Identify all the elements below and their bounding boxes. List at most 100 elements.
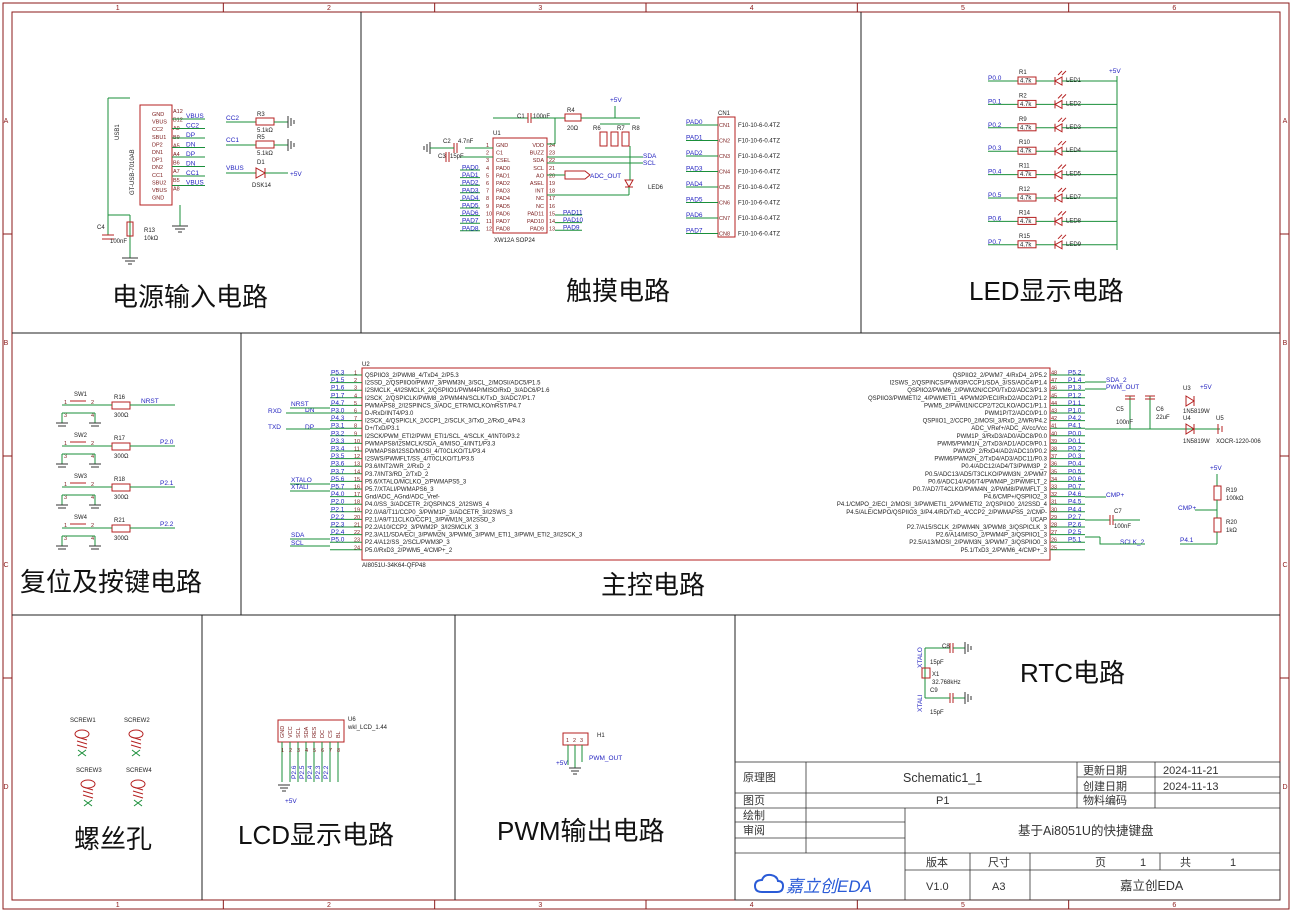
c6-capacitor[interactable]: C6 22uF: [1145, 395, 1170, 429]
screw-icon[interactable]: SCREW4: [126, 768, 152, 807]
led6[interactable]: LED6: [624, 179, 664, 191]
net-dn: DN: [305, 407, 315, 414]
usb-connector[interactable]: [139, 104, 173, 206]
svg-text:R6: R6: [593, 126, 601, 132]
mcu-right-pin-number: 28: [1051, 523, 1057, 529]
r4-resistor[interactable]: R4 20Ω: [555, 108, 640, 132]
c8-capacitor[interactable]: C8 15pF: [930, 643, 965, 666]
svg-text:2: 2: [91, 523, 94, 529]
lcd-circuit: U6 wkl_LCD_1.44 GND1VCC2SCL3SDA4RES5DC6C…: [277, 717, 388, 805]
cn1-connector[interactable]: [717, 116, 736, 238]
rtc-xtali: XTALI: [917, 694, 924, 712]
mcu-right-port: P0.7: [1068, 484, 1082, 491]
screw-icon[interactable]: SCREW1: [70, 718, 96, 757]
mcu-left-port: P3.3: [331, 438, 345, 445]
mcu-left-port: P2.1: [331, 506, 345, 513]
svg-text:7: 7: [329, 748, 332, 754]
mcu-left-port: P1.5: [331, 377, 345, 384]
svg-text:100nF: 100nF: [110, 239, 127, 245]
cn1-ref: CN1: [718, 111, 731, 117]
switch-ref: SW2: [74, 433, 88, 439]
r20-resistor[interactable]: R20 1kΩ: [1180, 500, 1238, 545]
usb-net-label: VBUS: [186, 180, 204, 187]
screw-icon[interactable]: SCREW2: [124, 718, 150, 757]
r13-resistor[interactable]: R13 10kΩ: [126, 221, 159, 242]
mcu-left-port: P3.7: [331, 468, 345, 475]
mcu-left-func: PWMAPS8/I2SSD/MOSI_4/T0CLKO/T1/P3.4: [365, 449, 486, 455]
screw-ref: SCREW2: [124, 718, 150, 724]
u1-left-net: PAD7: [462, 218, 479, 225]
u1-pin-number: 19: [549, 181, 555, 187]
usb-pin-label: DN2: [152, 165, 163, 171]
svg-text:R13: R13: [144, 228, 156, 234]
u4-diode[interactable]: U4 1N5819W: [1183, 416, 1210, 445]
c7-capacitor[interactable]: C7 100nF: [1109, 509, 1140, 530]
net-p41: P4.1: [1180, 537, 1194, 544]
lcd-module[interactable]: [277, 719, 345, 743]
lcd-net: P2.2: [323, 765, 330, 779]
svg-text:5.1kΩ: 5.1kΩ: [257, 128, 273, 134]
u1-pin-right: PAD10: [527, 219, 544, 225]
pullup-resistors[interactable]: R6 R7 R8: [593, 126, 640, 147]
svg-text:U3: U3: [1183, 386, 1191, 392]
mcu-left-pin-number: 1: [354, 371, 357, 377]
xw12a-ic[interactable]: [492, 137, 548, 234]
tb-page-value: P1: [936, 795, 949, 807]
svg-text:R5: R5: [257, 135, 265, 141]
mcu-right-port: P4.5: [1068, 499, 1082, 506]
r19-resistor[interactable]: +5V R19 100kΩ: [1210, 465, 1244, 502]
lcd-part: wkl_LCD_1.44: [347, 725, 388, 731]
c4-capacitor[interactable]: C4 100nF: [97, 225, 127, 245]
mcu-left-pin-number: 4: [354, 393, 357, 399]
mcu-left-port: P2.0: [331, 499, 345, 506]
tb-page-label: 图页: [743, 794, 765, 807]
cn-part-label: F10-10-6-0.4TZ: [738, 185, 780, 191]
mcu-right-pin-number: 42: [1051, 416, 1057, 422]
switch-ref: SW1: [74, 392, 88, 398]
mcu-left-func: P5.0/RxD3_2/PWM5_4/CMP+_2: [365, 548, 453, 554]
svg-text:100nF: 100nF: [1116, 420, 1133, 426]
r5-resistor[interactable]: CC1 R5 5.1kΩ: [226, 135, 288, 157]
svg-text:CC1: CC1: [226, 137, 239, 144]
c1-capacitor[interactable]: C1 100nF: [493, 113, 555, 123]
led-ref: LED1: [1066, 78, 1082, 84]
c5-capacitor[interactable]: C5 100nF: [1116, 395, 1135, 429]
c9-capacitor[interactable]: C9 15pF: [930, 688, 965, 716]
tb-pageidx-label: 页: [1095, 857, 1106, 869]
usb-pin-number: A8: [173, 186, 180, 192]
svg-text:C6: C6: [1156, 407, 1164, 413]
usb-pin-label: VBUS: [152, 188, 167, 194]
u5-battery[interactable]: U5 XOCR-1220-006: [1216, 416, 1261, 445]
screw-icon[interactable]: SCREW3: [76, 768, 102, 807]
lcd-pin-label: CS: [328, 730, 334, 738]
led-resistor-ref: R12: [1019, 187, 1031, 193]
u3-diode[interactable]: U3 1N5819W +5V: [1183, 384, 1212, 415]
mcu-left-pin-number: 9: [354, 431, 357, 437]
cn-part-label: F10-10-6-0.4TZ: [738, 123, 780, 129]
d1-diode[interactable]: VBUS D1 DSK14 +5V: [226, 160, 302, 189]
c3-capacitor[interactable]: C3 15pF: [438, 152, 493, 162]
u1-pin-left: PAD6: [496, 211, 510, 217]
led-net: P0.6: [988, 215, 1002, 222]
x1-crystal[interactable]: X1 32.768kHz: [921, 667, 961, 686]
svg-text:4: 4: [91, 413, 94, 419]
screw-ref: SCREW3: [76, 768, 102, 774]
mcu-ic-body[interactable]: [361, 367, 1051, 561]
mcu-right-port: P0.6: [1068, 476, 1082, 483]
r3-resistor[interactable]: CC2 R3 5.1kΩ: [226, 112, 288, 134]
mcu-right-func: PWM5_2/PWM1N/CCP2/T2CLKO/ADC1/P1.1: [924, 403, 1048, 409]
usb-net-label: DP: [186, 132, 195, 139]
